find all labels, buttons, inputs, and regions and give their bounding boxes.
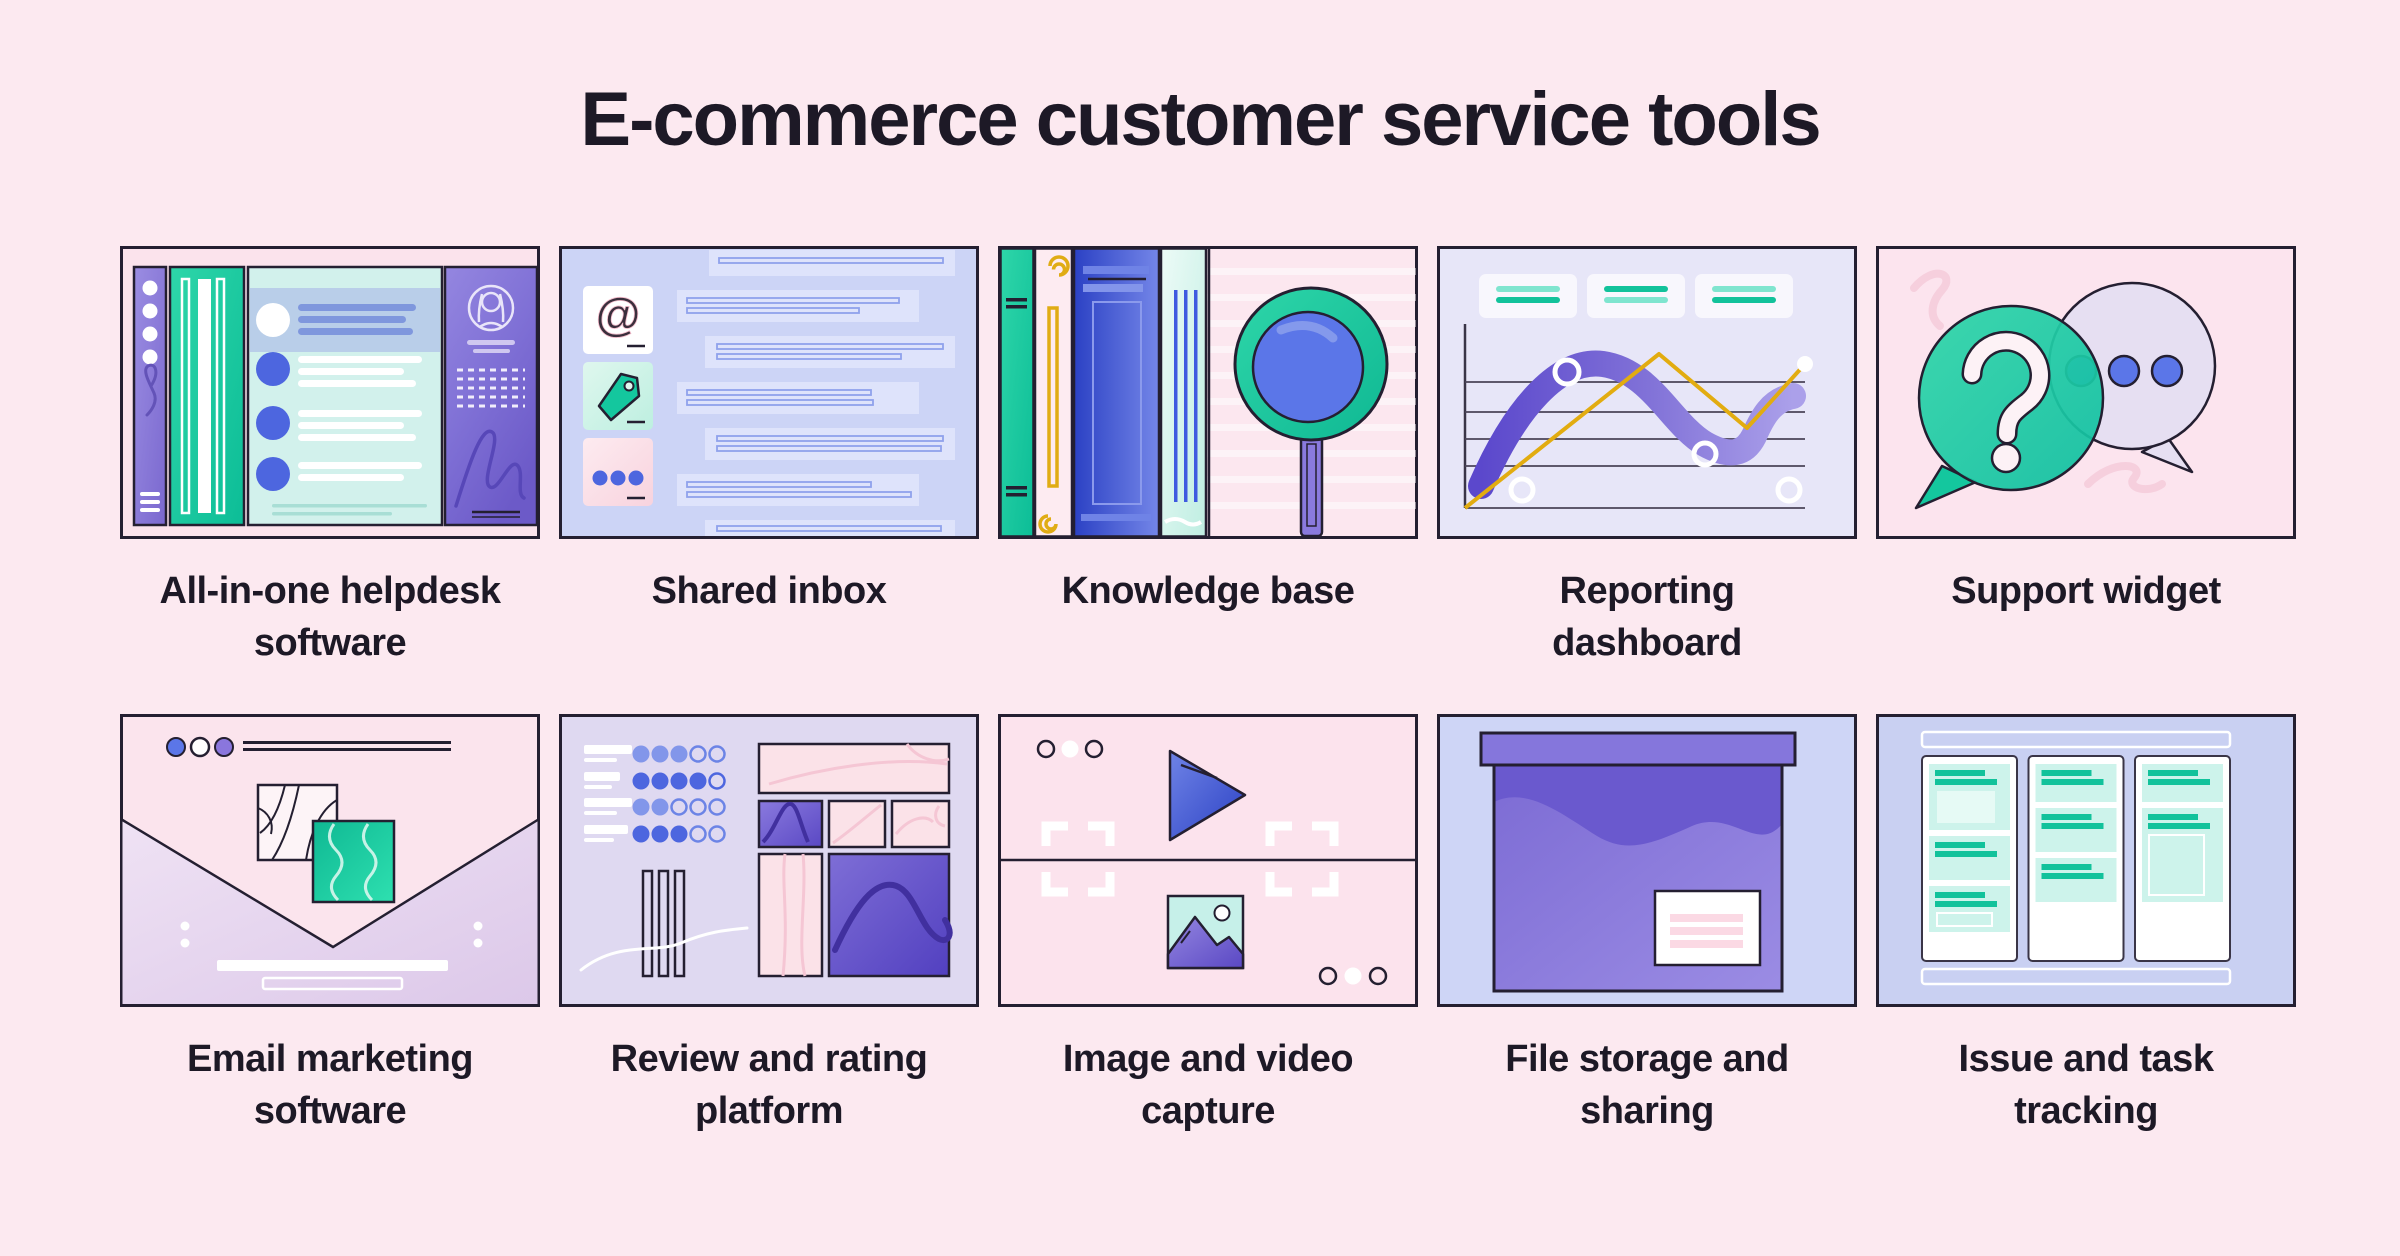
kanban-column — [2134, 755, 2231, 962]
rating-rows — [584, 745, 726, 843]
ribbon-curve — [1468, 350, 1806, 499]
avatar-icon — [467, 284, 515, 332]
page-title: E-commerce customer service tools — [580, 77, 1821, 162]
question-bubble-icon — [1914, 304, 2105, 510]
swirl-icon — [1048, 255, 1070, 277]
magnifier-icon — [1207, 248, 1389, 537]
helpdesk-app-illustration — [120, 246, 540, 539]
envelope-footer — [180, 921, 483, 991]
kanban-column — [1921, 755, 2018, 962]
squiggle-decoration — [1910, 269, 1951, 330]
rating-dots-row — [632, 745, 726, 763]
tool-card-support-widget: Support widget — [1876, 246, 2296, 714]
tool-caption: Review and rating platform — [610, 1038, 928, 1133]
browser-bar — [166, 736, 451, 758]
tool-caption: Knowledge base — [1061, 570, 1355, 612]
tool-caption: Support widget — [1951, 570, 2221, 612]
book-spines — [1000, 248, 1208, 537]
squiggle-decoration — [2084, 462, 2166, 494]
rating-dots-row — [632, 825, 726, 843]
shared-inbox-illustration: @ — [559, 246, 979, 539]
tool-card-knowledge-base: Knowledge base — [998, 246, 1418, 714]
tool-card-file-storage: File storage and sharing — [1437, 714, 1857, 1182]
record-dots — [1036, 739, 1104, 759]
tool-caption: All-in-one helpdesk software — [159, 570, 501, 665]
tag-icon — [597, 372, 641, 422]
board-header-bar — [1920, 730, 2232, 749]
tool-caption: Reporting dashboard — [1552, 570, 1742, 665]
filter-column — [168, 265, 246, 527]
kanban-column — [2027, 755, 2125, 962]
tool-caption: File storage and sharing — [1505, 1038, 1789, 1133]
board-footer-bar — [1920, 967, 2232, 986]
at-icon: @ — [596, 288, 641, 340]
ticket-list — [246, 265, 444, 527]
tool-card-task-tracking: Issue and task tracking — [1876, 714, 2296, 1182]
rating-dots-row — [632, 798, 726, 816]
tool-card-reporting: Reporting dashboard — [1437, 246, 1857, 714]
trend-chart — [1463, 324, 1813, 510]
envelope-illustration — [120, 714, 540, 1007]
tool-caption: Issue and task tracking — [1958, 1038, 2214, 1133]
tool-caption: Email marketing software — [186, 1038, 474, 1133]
storage-box-icon — [1479, 731, 1797, 993]
image-icon — [1166, 894, 1245, 970]
tools-grid: All-in-one helpdesk software — [120, 246, 2296, 1182]
tool-card-media-capture: Image and video capture — [998, 714, 1418, 1182]
profile-column — [443, 265, 539, 527]
media-capture-illustration — [998, 714, 1418, 1007]
ellipsis-icon — [592, 470, 644, 486]
envelope-flap — [122, 820, 538, 1004]
chat-bubbles-illustration — [1876, 246, 2296, 539]
media-grid — [757, 742, 953, 978]
box-wave — [1494, 765, 1782, 846]
books-and-magnifier-illustration — [998, 246, 1418, 539]
play-icon — [1168, 749, 1247, 842]
tool-card-helpdesk: All-in-one helpdesk software — [120, 246, 540, 714]
tool-caption: Shared inbox — [651, 570, 887, 612]
tool-caption: Image and video capture — [1062, 1038, 1354, 1133]
crop-frame-icon — [1041, 821, 1115, 897]
storage-box-illustration — [1437, 714, 1857, 1007]
channel-cards: @ — [583, 286, 653, 506]
tool-card-review-rating: Review and rating platform — [559, 714, 979, 1182]
bars-decoration — [579, 869, 749, 978]
kanban-board-illustration — [1876, 714, 2296, 1007]
rating-dots-row — [632, 772, 726, 790]
rating-dots-illustration — [559, 714, 979, 1007]
pattern-squares-icon — [256, 783, 396, 904]
message-list — [677, 250, 955, 536]
stat-cards — [1479, 274, 1793, 318]
nav-column — [132, 265, 168, 527]
tool-card-email-marketing: Email marketing software — [120, 714, 540, 1182]
record-dots — [1318, 966, 1388, 986]
line-series — [1463, 352, 1807, 510]
crop-frame-icon — [1265, 821, 1339, 897]
swirl-icon — [1038, 514, 1058, 534]
dashboard-chart-illustration — [1437, 246, 1857, 539]
tool-card-shared-inbox: @ Shared inbox — [559, 246, 979, 714]
